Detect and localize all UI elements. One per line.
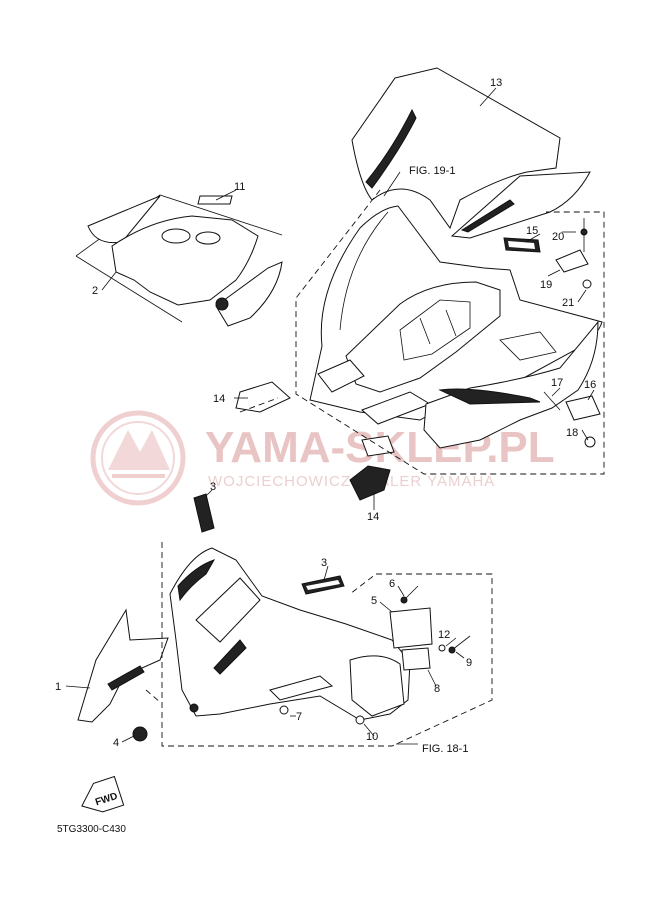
callout-19: 19 — [540, 279, 552, 291]
callout-12: 12 — [438, 629, 450, 641]
callout-20: 20 — [552, 231, 564, 243]
callout-5: 5 — [371, 595, 377, 607]
part-3-decal-right — [301, 575, 345, 595]
part-5-plate — [389, 607, 433, 649]
part-3-decal-left — [193, 493, 215, 533]
fwd-direction-arrow: FWD — [81, 775, 125, 813]
part-2-fender — [75, 194, 283, 327]
front-fender-assembly — [169, 547, 411, 721]
part-14-lower-pad — [349, 435, 395, 501]
callout-15: 15 — [526, 225, 538, 237]
callout-labels: 13 11 2 14 14 3 3 1 4 7 5 6 12 9 8 10 15… — [55, 77, 596, 835]
callout-4: 4 — [113, 737, 119, 749]
reference-frames — [145, 189, 605, 747]
callout-14-lower: 14 — [367, 511, 379, 523]
part-6-screw — [400, 585, 419, 604]
upper-right-fittings — [543, 218, 601, 448]
callout-9: 9 — [466, 657, 472, 669]
fig-ref-19-1: FIG. 19-1 — [409, 165, 455, 177]
callout-13: 13 — [490, 77, 502, 89]
part-12-washer — [438, 644, 446, 652]
callout-7: 7 — [296, 711, 302, 723]
callout-8: 8 — [434, 683, 440, 695]
rear-fender-assembly — [309, 205, 603, 449]
part-14-upper-sheet — [235, 381, 291, 413]
part-1-side-cover — [77, 608, 169, 723]
callout-18: 18 — [566, 427, 578, 439]
callout-14-upper: 14 — [213, 393, 225, 405]
fig-ref-18-1: FIG. 18-1 — [422, 743, 468, 755]
callout-1: 1 — [55, 681, 61, 693]
callout-10: 10 — [366, 731, 378, 743]
part-4-grommet — [132, 726, 148, 742]
callout-17: 17 — [551, 377, 563, 389]
part-7-nut — [279, 705, 289, 715]
part-8-plate — [401, 647, 431, 671]
diagram-code: 5TG3300-C430 — [57, 824, 126, 835]
part-15-decal — [503, 237, 541, 253]
callout-16: 16 — [584, 379, 596, 391]
callout-6: 6 — [389, 578, 395, 590]
watermark-logo — [90, 410, 186, 506]
callout-3-right: 3 — [321, 557, 327, 569]
part-10-nut — [355, 715, 365, 725]
part-13-cover — [351, 67, 591, 239]
part-9-screw — [448, 635, 471, 654]
callout-11: 11 — [234, 181, 245, 193]
callout-2: 2 — [92, 285, 98, 297]
callout-3-left: 3 — [210, 481, 216, 493]
callout-21: 21 — [562, 297, 574, 309]
leader-lines — [65, 87, 595, 745]
